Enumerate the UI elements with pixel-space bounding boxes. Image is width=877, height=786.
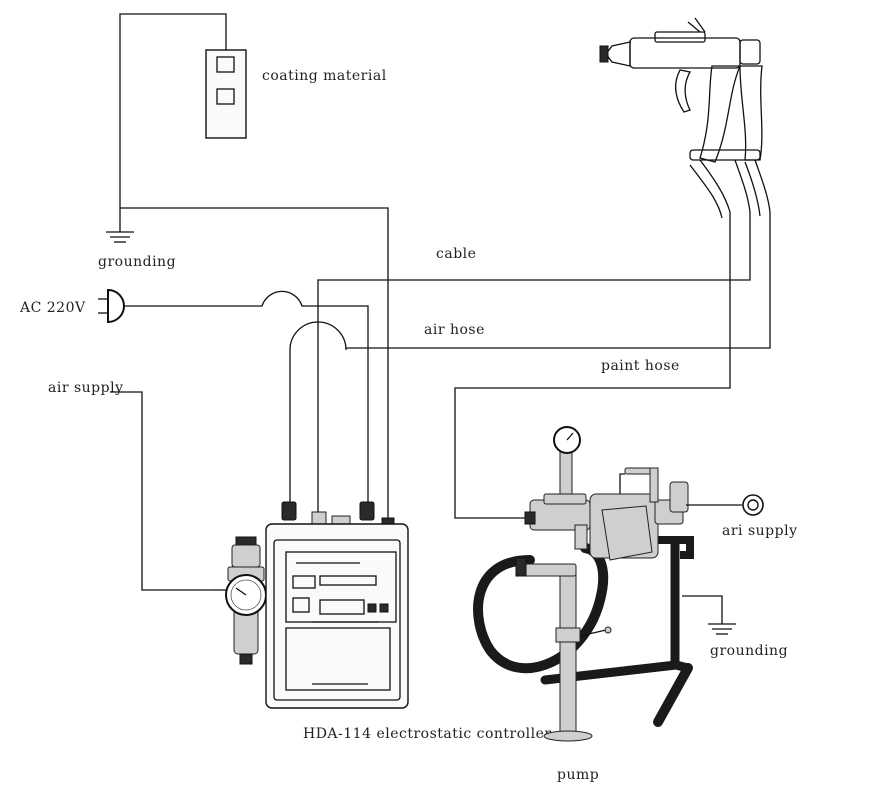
grounding-right-label: grounding <box>710 643 788 659</box>
air-hose-line <box>289 212 771 505</box>
pump-label: pump <box>557 767 599 783</box>
pump-grounding-wire <box>682 595 723 624</box>
air-supply-right-label: ari supply <box>722 523 797 539</box>
container-grounding-wire <box>119 13 227 232</box>
paint-hose-label: paint hose <box>601 358 680 374</box>
pressure-gauge-regulator <box>225 574 267 616</box>
coating-material-label: coating material <box>262 68 387 84</box>
plug-icon <box>98 288 125 324</box>
controller-label: HDA-114 electrostatic controller <box>303 726 552 742</box>
air-hose-label: air hose <box>424 322 485 338</box>
pressure-gauge-pump <box>553 426 581 454</box>
coating-material-container <box>205 49 247 139</box>
paint-hose-line <box>454 212 731 519</box>
ac-label: AC 220V <box>19 300 86 316</box>
controller-grounding-wire <box>120 207 389 522</box>
hv-cable <box>317 212 751 515</box>
air-inlet-icon <box>742 494 764 516</box>
air-supply-left-label: air supply <box>48 380 123 396</box>
power-cable <box>123 290 369 505</box>
spray-gun <box>599 17 771 219</box>
grounding-left-label: grounding <box>98 254 176 270</box>
grounding-symbol-right <box>708 623 736 635</box>
air-supply-line <box>110 391 212 591</box>
cable-label: cable <box>436 246 476 262</box>
hda-114-controller <box>265 501 409 709</box>
grounding-symbol-left <box>106 231 134 243</box>
pump <box>473 449 742 742</box>
